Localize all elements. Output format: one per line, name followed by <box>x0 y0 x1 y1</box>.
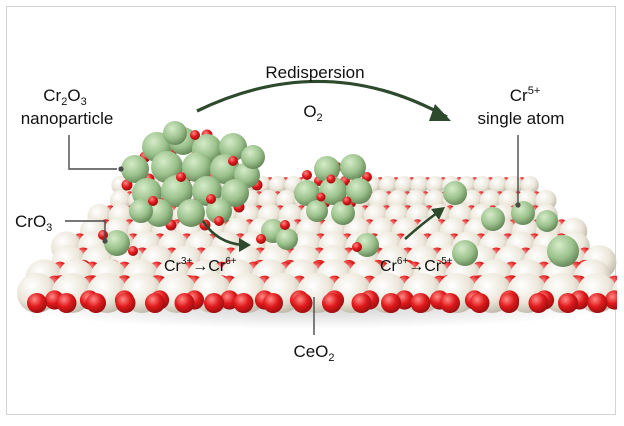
single-atom-leader-dot <box>515 202 521 208</box>
ceo2-label: CeO2 <box>293 342 334 364</box>
oxygen-atom <box>214 216 224 226</box>
chromium-atom <box>145 199 173 227</box>
chromium-atom <box>161 175 193 207</box>
oxygen-atom <box>292 293 313 313</box>
single-atom-label: single atom <box>478 109 565 128</box>
oxygen-atom <box>263 293 283 313</box>
oxygen-atom <box>342 196 352 206</box>
oxygen-atom <box>121 179 133 191</box>
oxygen-atom <box>233 293 254 313</box>
chromium-atom <box>129 199 153 223</box>
ceria-atom <box>394 176 413 194</box>
chromium-atom <box>219 133 247 161</box>
chromium-atom <box>163 121 187 145</box>
oxygen-atom <box>381 293 401 313</box>
oxygen-atom <box>499 293 519 313</box>
oxygen-atom <box>316 192 326 202</box>
oxygen-atom <box>86 293 106 313</box>
ceria-atom <box>426 176 445 194</box>
chromium-atom <box>536 210 558 232</box>
oxygen-atom <box>440 293 460 313</box>
ceria-atom <box>268 176 287 194</box>
o2-label: O2 <box>303 102 322 124</box>
reduction-arrow-right <box>404 211 438 240</box>
chromium-atom <box>481 207 505 231</box>
ceria-atom <box>410 176 429 194</box>
oxygen-atom <box>351 293 372 313</box>
chromium-atom <box>355 233 379 257</box>
oxygen-atom <box>228 156 238 166</box>
oxygen-atom <box>145 293 165 313</box>
nanoparticle-leader <box>68 135 117 170</box>
cro3-label: CrO3 <box>15 212 52 234</box>
cro3-leader <box>65 220 106 239</box>
chromium-atom <box>276 228 298 250</box>
redispersion-label: Redispersion <box>265 63 364 82</box>
reaction-cr6-to-cr5: Cr6+→Cr5+ <box>380 256 453 275</box>
chromium-atom <box>151 151 183 183</box>
chromium-atom <box>206 198 232 224</box>
cr-species <box>98 121 579 267</box>
oxygen-atom <box>604 290 617 310</box>
oxygen-atom <box>302 170 312 180</box>
chromium-atom <box>221 179 249 207</box>
oxygen-atom <box>174 293 195 313</box>
oxidation-arrowhead-left <box>239 238 251 252</box>
chromium-atom <box>319 177 347 205</box>
ceria-atom <box>520 176 539 194</box>
oxygen-atom <box>206 194 216 204</box>
oxygen-atom <box>204 293 224 313</box>
chromium-atom <box>104 230 130 256</box>
oxygen-atom <box>56 293 77 313</box>
oxygen-atom <box>256 234 266 244</box>
oxygen-atom <box>587 293 608 313</box>
chromium-atom <box>241 145 265 169</box>
chromium-atom <box>547 235 579 267</box>
oxygen-atom <box>352 242 362 252</box>
oxygen-atom <box>115 293 136 313</box>
chromium-atom <box>182 152 212 182</box>
nanoparticle-label: nanoparticle <box>21 109 114 128</box>
chromium-atom <box>443 181 467 205</box>
oxygen-atom <box>98 230 108 240</box>
oxygen-atom <box>280 220 290 230</box>
nanoparticle-leader-dot <box>118 166 124 172</box>
catalyst-surface-diagram: Cr2O3 nanoparticle Redispersion O2 Cr5+ … <box>12 63 617 364</box>
oxygen-atom <box>190 130 200 140</box>
oxygen-atom <box>469 293 490 313</box>
oxygen-atom <box>410 293 431 313</box>
oxygen-atom <box>322 293 342 313</box>
figure-frame: Cr2O3 nanoparticle Redispersion O2 Cr5+ … <box>6 6 617 415</box>
chromium-atom <box>346 178 372 204</box>
oxidation-arrow-left <box>201 220 244 247</box>
chromium-atom <box>331 201 355 225</box>
chromium-atom <box>511 201 535 225</box>
ceria-atom <box>473 176 492 194</box>
reduction-arrowhead-right <box>431 207 445 220</box>
oxygen-atom <box>27 293 47 313</box>
cr2o3-label: Cr2O3 <box>43 86 86 108</box>
oxygen-atom <box>148 196 158 206</box>
redispersion-arrowhead <box>429 104 451 121</box>
oxygen-atom <box>558 293 578 313</box>
ceria-atom <box>489 176 508 194</box>
chromium-atom <box>306 200 328 222</box>
cr5-label: Cr5+ <box>510 85 541 105</box>
reaction-cr3-to-cr6: Cr3+→Cr6+ <box>164 256 237 275</box>
ceria-atom <box>379 176 397 194</box>
oxygen-atom <box>326 174 336 184</box>
chromium-atom <box>177 199 205 227</box>
chromium-atom <box>294 180 320 206</box>
chromium-atom <box>121 155 149 183</box>
oxygen-atom <box>528 293 549 313</box>
redispersion-arrow <box>196 79 448 119</box>
oxygen-atom <box>128 246 138 256</box>
cro3-leader-dot <box>102 238 108 244</box>
oxygen-atom <box>176 172 186 182</box>
chromium-atom <box>452 240 478 266</box>
chromium-atom <box>340 154 366 180</box>
